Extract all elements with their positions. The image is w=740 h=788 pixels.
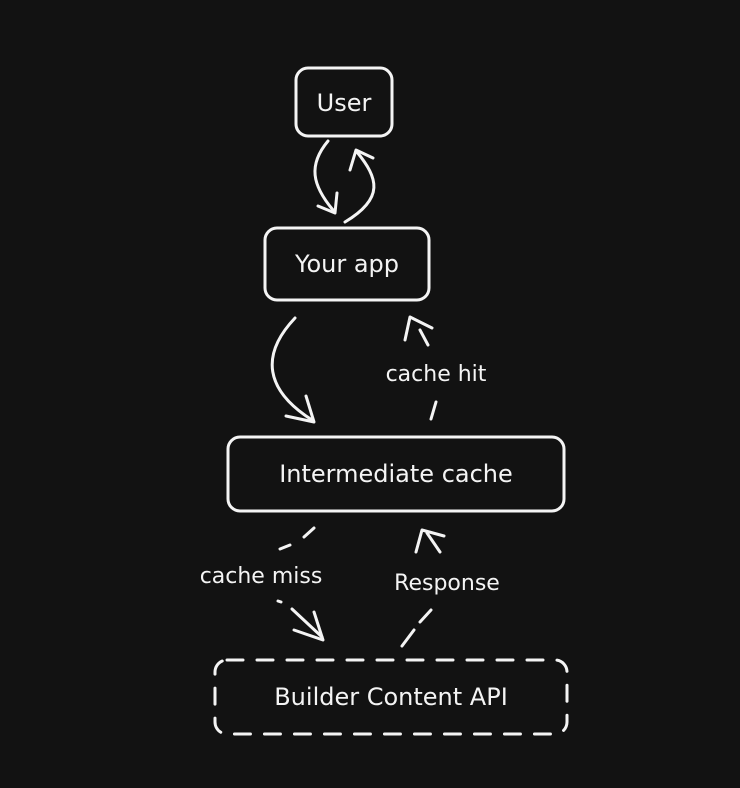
- node-api-label: Builder Content API: [274, 683, 508, 711]
- arrow-cache-miss-dash-2: [278, 543, 292, 551]
- arrow-app-to-user-head: [348, 148, 375, 172]
- arrow-cache-hit-head: [403, 315, 434, 342]
- arrow-cache-miss-dash-3: [276, 599, 283, 604]
- node-app-box: [263, 226, 431, 302]
- node-cache: Intermediate cache: [226, 435, 566, 513]
- arrow-app-to-user: [343, 148, 376, 224]
- edge-cache-miss-label: cache miss: [200, 564, 323, 589]
- arrow-user-to-app-head: [316, 191, 339, 215]
- node-api-box: [213, 658, 569, 736]
- arrow-user-to-app: [313, 139, 339, 215]
- arrow-response-dash-1: [400, 628, 416, 648]
- arrow-response: Response: [394, 528, 500, 648]
- arrow-response-head: [414, 528, 446, 554]
- node-cache-box: [226, 435, 566, 513]
- arrow-response-dash-2: [418, 608, 433, 624]
- arrow-cache-miss: cache miss: [200, 526, 325, 642]
- arrow-cache-hit-tail: [429, 400, 438, 421]
- edge-response-label: Response: [394, 571, 500, 596]
- arrow-cache-miss-dash-1: [302, 526, 316, 539]
- arrow-app-to-cache: [270, 316, 316, 424]
- arrow-app-to-user-line: [343, 150, 376, 224]
- edge-cache-hit-label: cache hit: [386, 362, 487, 387]
- node-app: Your app: [263, 226, 431, 302]
- node-user-box: [294, 66, 394, 138]
- arrow-cache-hit-line: [418, 328, 430, 347]
- arrow-cache-miss-line: [290, 607, 324, 639]
- node-cache-label: Intermediate cache: [279, 460, 513, 488]
- node-user: User: [294, 66, 394, 138]
- arrow-app-to-cache-line: [270, 316, 314, 422]
- arrow-app-to-cache-head: [284, 394, 316, 424]
- arrow-cache-miss-head: [292, 610, 325, 642]
- arrow-cache-hit: cache hit: [386, 315, 487, 421]
- arrow-user-to-app-line: [313, 139, 335, 212]
- node-api: Builder Content API: [213, 658, 569, 736]
- node-app-label: Your app: [294, 250, 399, 278]
- arrow-response-line: [425, 531, 442, 554]
- node-user-label: User: [317, 89, 372, 117]
